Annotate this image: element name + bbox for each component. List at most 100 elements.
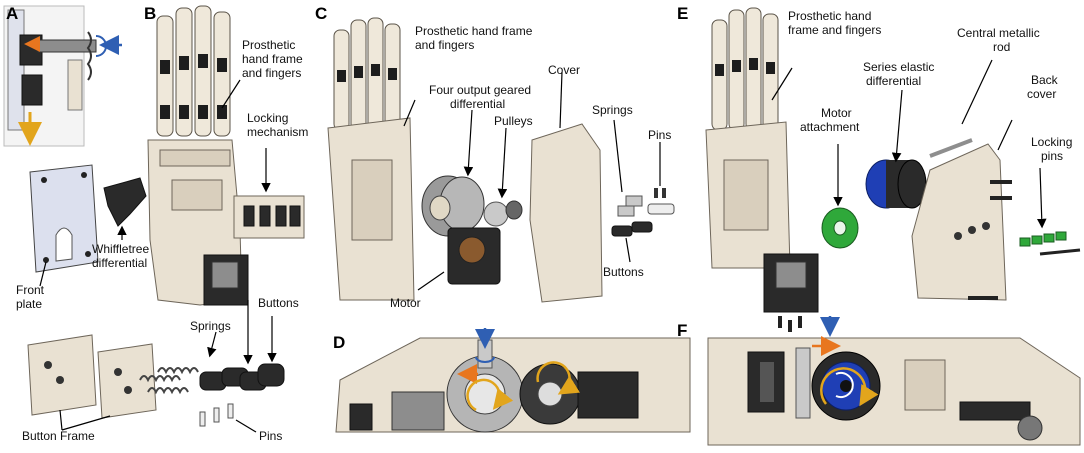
buttons: [199, 363, 285, 391]
c-frame-label: Prosthetic hand frame and fingers: [415, 24, 536, 52]
b-whiffletree-label: Whiffletree differential: [92, 242, 152, 270]
e-frame-inner: [723, 159, 769, 231]
b-front-plate-label: Front plate: [16, 283, 47, 311]
panel-e: [705, 7, 1081, 332]
central-metallic-rod: [929, 138, 973, 158]
c-buttons-leader: [625, 237, 631, 263]
springs: [139, 367, 199, 395]
c-pulleys-leader: [497, 127, 508, 199]
pulleys: [483, 200, 523, 227]
c-buttons-label: Buttons: [603, 265, 644, 279]
c-motor-label: Motor: [390, 296, 421, 310]
panel-d: [335, 328, 691, 433]
front-plate-leader: [39, 261, 47, 287]
geared-differential: [421, 175, 485, 237]
b-button-frame-label: Button Frame: [22, 429, 95, 443]
c-buttons: [611, 221, 653, 237]
panel-d-label: D: [333, 333, 345, 352]
e-screw: [968, 296, 998, 300]
panel-a-plate: [7, 9, 25, 131]
locking-pins: [1019, 231, 1067, 247]
e-screw: [990, 180, 1012, 184]
panel-a-rotation-arrow: [95, 35, 107, 57]
panel-a-block: [21, 74, 43, 106]
e-locking-pins-leader: [1036, 167, 1047, 229]
f-yellow-rotation: [820, 367, 879, 407]
b-buttons-label: Buttons: [258, 296, 299, 310]
panel-f-label: F: [677, 321, 687, 340]
locking-mechanism: [233, 195, 305, 239]
panel-f: [707, 316, 1081, 446]
d-shaft: [477, 339, 493, 369]
d-yellow-rotation-right: [536, 361, 581, 395]
f-pulley-bar: [959, 401, 1031, 421]
e-back-cover-leader: [997, 119, 1013, 151]
back-cover: [911, 143, 1007, 301]
e-screw: [990, 196, 1012, 200]
motor-attachment: [821, 207, 859, 249]
c-differential-label: Four output geared differential: [429, 83, 534, 111]
e-series-label: Series elastic differential: [863, 60, 938, 88]
panel-c-label: C: [315, 4, 327, 23]
b-locking-label: Locking mechanism: [247, 111, 308, 139]
button-frame: [27, 334, 157, 419]
e-rod-leader: [961, 59, 993, 125]
frame-leader: [221, 79, 241, 109]
whiffletree-differential: [103, 177, 147, 227]
panel-a: [3, 5, 122, 147]
e-motor: [763, 253, 819, 313]
e-series-leader: [891, 89, 903, 163]
c-frame-inner: [351, 159, 393, 241]
c-springs-leader: [613, 119, 623, 193]
d-blue-rotation: [475, 356, 495, 363]
d-pulley: [349, 403, 373, 431]
e-locking-pins-label: Locking pins: [1031, 135, 1076, 163]
e-screws: [778, 316, 802, 332]
c-frame-leader: [403, 99, 416, 127]
e-motor-attachment-label: Motor attachment: [800, 106, 860, 134]
c-motor-leader: [417, 271, 445, 291]
panel-b-label: B: [144, 4, 156, 23]
front-plate: [29, 164, 99, 273]
b-springs-label: Springs: [190, 319, 231, 333]
c-springs: [617, 195, 643, 217]
e-long-screw: [1039, 248, 1081, 256]
f-inner-rotation: [835, 372, 854, 398]
c-motor: [447, 227, 501, 285]
c-pins: [647, 188, 675, 215]
frame-rail: [159, 149, 231, 167]
d-block: [577, 371, 639, 419]
b-frame-label: Prosthetic hand frame and fingers: [242, 38, 306, 80]
panel-a-label: A: [6, 4, 18, 23]
frame-window: [171, 179, 223, 211]
c-pins-label: Pins: [648, 128, 671, 142]
e-hand-fingers: [711, 7, 779, 131]
motor-face: [211, 261, 239, 289]
c-cover-leader: [559, 71, 563, 129]
panel-a-side: [67, 59, 83, 111]
d-yellow-rotation-left: [466, 378, 514, 412]
e-frame-label: Prosthetic hand frame and fingers: [788, 9, 881, 37]
e-frame-leader: [771, 67, 793, 101]
panel-a-spring: [86, 31, 92, 81]
f-block: [904, 359, 946, 411]
panel-c: [327, 17, 675, 303]
hand-fingers: [156, 5, 231, 137]
e-rod-label: Central metallic rod: [957, 26, 1043, 54]
c-springs-label: Springs: [592, 103, 633, 117]
c-pulleys-label: Pulleys: [494, 114, 533, 128]
d-motor-side: [391, 391, 445, 431]
panel-b: [27, 5, 305, 433]
series-elastic-differential: [865, 159, 927, 209]
springs-leader: [207, 331, 217, 358]
c-diff-leader: [463, 109, 474, 177]
c-hand-fingers: [333, 17, 401, 131]
panel-a-shaft: [37, 39, 97, 53]
button-frame-leader: [59, 409, 111, 431]
e-back-cover-label: Back cover: [1027, 73, 1061, 101]
panel-e-label: E: [677, 4, 688, 23]
b-pins-label: Pins: [259, 429, 282, 443]
c-cover-label: Cover: [548, 63, 580, 77]
f-pulley: [1017, 415, 1043, 441]
